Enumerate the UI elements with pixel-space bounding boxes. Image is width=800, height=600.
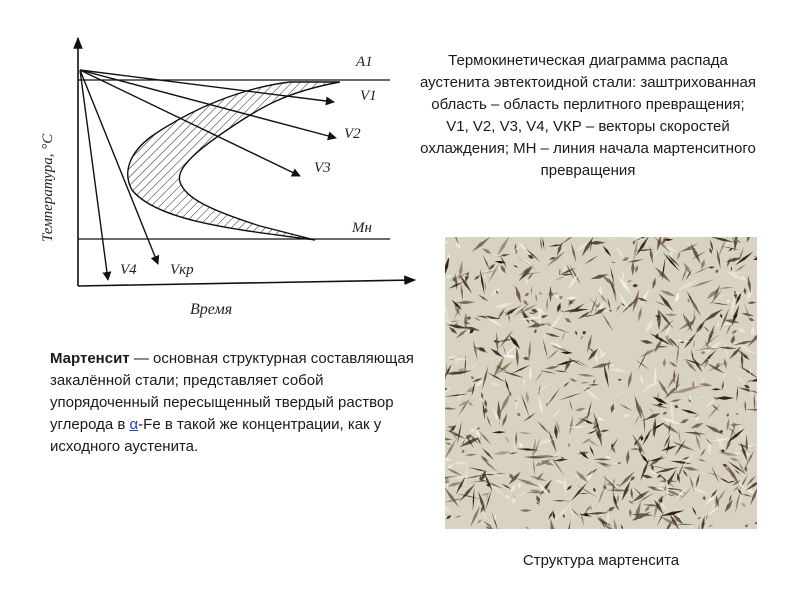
- vkr-label: Vкр: [170, 262, 194, 278]
- pearlite-region: [127, 81, 341, 241]
- definition-text-after: -Fe в такой же концентрации, как у исход…: [50, 416, 382, 455]
- photo-caption: Структура мартенсита: [522, 552, 680, 569]
- vector-vkr: [79, 69, 160, 265]
- vector-v4: [79, 69, 112, 281]
- definition-text-before: — основная структурная составляющая зака…: [50, 350, 414, 433]
- diagram-caption: Термокинетическая диаграмма распада ауст…: [418, 50, 758, 182]
- definition-term: Мартенсит: [50, 350, 130, 367]
- x-axis: [77, 275, 417, 287]
- vector-v3: [79, 69, 301, 177]
- v3-label: V3: [314, 160, 331, 176]
- v4-label: V4: [120, 262, 137, 278]
- vector-v2: [79, 69, 337, 141]
- alpha-link[interactable]: α: [129, 416, 139, 433]
- y-axis-label: Температура, °C: [40, 133, 56, 242]
- mn-label: Mн: [351, 220, 372, 236]
- caption-line-2: V1, V2, V3, V4, VКР – векторы скоростей …: [420, 118, 756, 179]
- v1-label: V1: [360, 88, 377, 104]
- martensite-micrograph: [445, 237, 757, 529]
- martensite-definition: Мартенсит — основная структурная составл…: [50, 348, 420, 458]
- ttt-diagram: A1 Mн V1 V2 V3 V4 Vкр Время Температура,…: [40, 36, 417, 318]
- a1-label: A1: [355, 54, 373, 70]
- vector-v1: [79, 69, 335, 106]
- caption-line-1: Термокинетическая диаграмма распада ауст…: [419, 52, 757, 113]
- v2-label: V2: [344, 126, 361, 142]
- x-axis-label: Время: [190, 301, 232, 318]
